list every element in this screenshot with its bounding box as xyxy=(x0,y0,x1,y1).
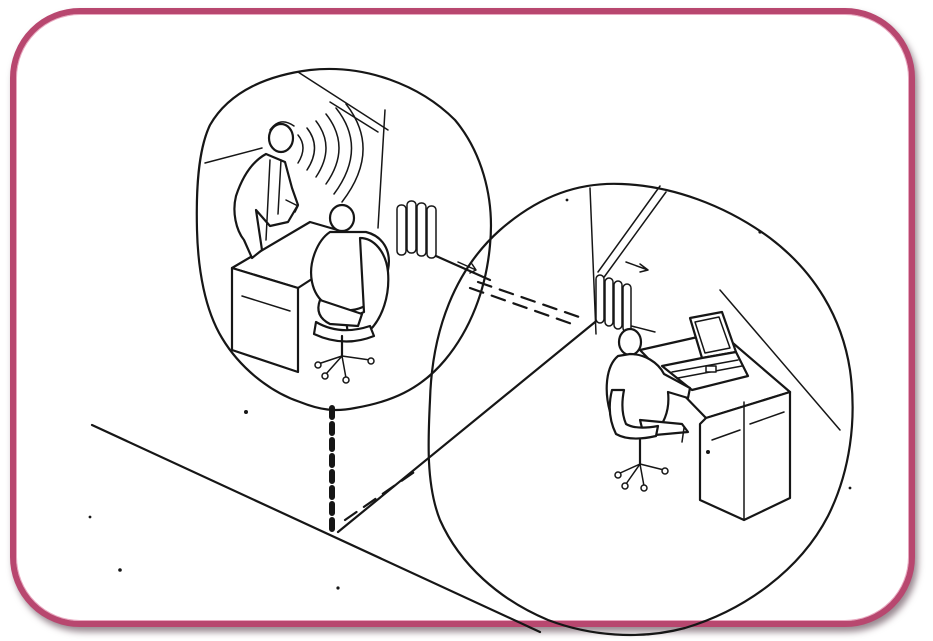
left-radiator xyxy=(396,200,492,282)
pipe-connections xyxy=(329,280,584,533)
acoustic-wave-arcs xyxy=(297,103,364,203)
left-room xyxy=(195,67,492,412)
left-office-chair xyxy=(312,320,376,384)
right-room xyxy=(427,182,854,637)
ink-specks xyxy=(88,198,569,590)
seated-worker xyxy=(310,203,390,336)
right-office-chair xyxy=(608,388,669,492)
right-radiator xyxy=(595,261,649,333)
laptop-receiver xyxy=(660,310,750,392)
standing-person xyxy=(233,121,300,260)
